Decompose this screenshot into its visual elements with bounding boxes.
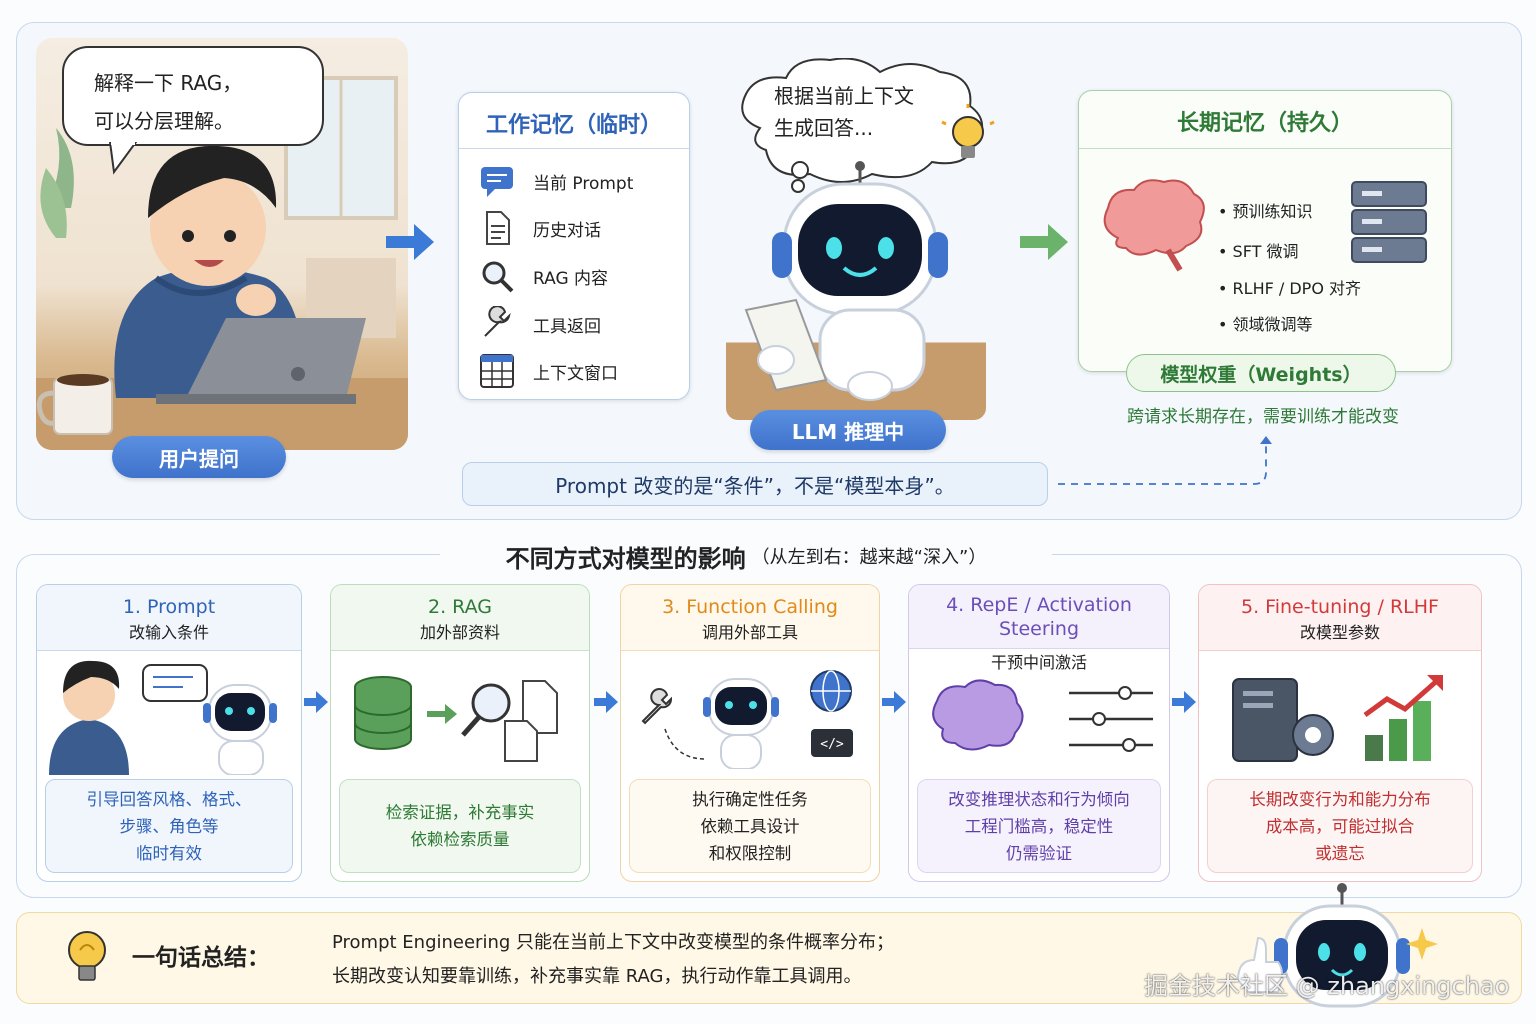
dashed-connector [1058,436,1272,485]
step-desc-line: 检索证据，补充事实 [385,803,535,822]
middle-subtitle: （从左到右：越来越“深入”） [751,547,987,568]
magnifier-icon [482,261,514,293]
llm-inference-label: LLM 推理中 [750,410,946,450]
thought-line-1: 根据当前上下文 [774,84,914,108]
server-gear-chart-icon [1232,675,1443,762]
ltm-item: • 领域微调等 [1218,315,1313,334]
user-bubble-tail [108,142,138,175]
arrow-right-icon [594,691,618,713]
step-subtitle: 调用外部工具 [701,623,798,642]
user-bubble-line-2: 可以分层理解。 [94,109,234,133]
step-card-fine-tuning: 5. Fine-tuning / RLHF 改模型参数 长期改变行为和能力分布 … [1198,584,1482,882]
wm-item-context: 上下文窗口 [479,353,618,389]
document-icon [486,211,510,245]
ltm-item: • RLHF / DPO 对齐 [1218,279,1362,298]
wm-item-label: 历史对话 [533,220,601,241]
summary-label: 一句话总结： [132,945,270,971]
user-bubble-line-1: 解释一下 RAG， [94,71,243,95]
database-search-icon [354,676,558,762]
wm-item-label: 工具返回 [533,316,601,337]
step-desc-line: 依赖检索质量 [410,830,510,849]
step-desc: 执行确定性任务 依赖工具设计 和权限控制 [629,779,871,873]
ltm-item: • SFT 微调 [1218,242,1299,261]
step-subtitle: 干预中间激活 [990,653,1087,672]
wm-item-history: 历史对话 [479,210,601,246]
user-question-label: 用户提问 [112,436,286,478]
arrow-right-icon [1020,224,1068,260]
working-memory-card: 工作记忆（临时） 当前 Prompt 历史对话 RAG 内容 工具返回 上下文窗… [458,92,690,400]
robot-tools-icon: </> [641,670,853,769]
step-desc-line: 成本高，可能过拟合 [1265,816,1415,836]
lightbulb-icon [941,104,995,158]
ltm-item-label: 预训练知识 [1232,202,1313,221]
arrow-right-icon [304,691,328,713]
step-desc-line: 临时有效 [136,843,202,863]
step-title: 2. RAG [428,596,492,618]
step-desc-line: 改变推理状态和行为倾向 [948,789,1130,809]
step-title: 3. Function Calling [662,596,838,618]
step-title: 4. RepE / Activation Steering [946,594,1132,640]
step-desc-line: 工程门槛高，稳定性 [964,816,1114,836]
thumbs-up-robot-icon [1236,883,1438,1008]
step-desc: 改变推理状态和行为倾向 工程门槛高，稳定性 仍需验证 [917,779,1161,873]
ltm-item: • 预训练知识 [1218,202,1313,221]
step-subtitle: 改模型参数 [1299,623,1380,642]
user-robot-chat-icon [49,660,277,775]
step-desc: 长期改变行为和能力分布 成本高，可能过拟合 或遗忘 [1207,779,1473,873]
wm-item-rag: RAG 内容 [479,258,608,294]
brain-icon [1103,179,1205,272]
middle-title-wrap: 不同方式对模型的影响 （从左到右：越来越“深入”） [440,536,1052,576]
step-desc-line: 执行确定性任务 [692,789,808,809]
wm-item-label: 当前 Prompt [533,173,634,194]
step-card-repe: 4. RepE / Activation Steering 干预中间激活 改变推… [908,584,1170,882]
thought-bubble-text: 根据当前上下文 生成回答... [774,80,914,144]
step-desc-line: 和权限控制 [708,843,792,863]
svg-text:</>: </> [820,737,844,752]
grid-window-icon [480,354,514,388]
brain-sliders-icon [932,679,1153,752]
working-memory-title: 工作记忆（临时） [459,93,689,149]
prompt-note: Prompt 改变的是“条件”，不是“模型本身”。 [462,462,1048,506]
step-desc-line: 或遗忘 [1315,843,1365,863]
wm-item-label: 上下文窗口 [533,363,618,384]
ltm-item-label: RLHF / DPO 对齐 [1232,279,1362,298]
step-card-function-calling: 3. Function Calling 调用外部工具 </> 执行确定性任务 依… [620,584,880,882]
step-title: 5. Fine-tuning / RLHF [1241,596,1439,618]
ltm-caption: 跨请求长期存在，需要训练才能改变 [1127,407,1399,427]
long-term-memory-title: 长期记忆（持久） [1079,91,1451,149]
step-desc: 检索证据，补充事实 依赖检索质量 [339,779,581,873]
step-subtitle: 加外部资料 [419,623,500,642]
arrow-right-icon [882,691,906,713]
summary-line-2: 长期改变认知要靠训练，补充事实靠 RAG，执行动作靠工具调用。 [332,966,862,987]
step-desc: 引导回答风格、格式、 步骤、角色等 临时有效 [45,779,293,873]
weights-label: 模型权重（Weights） [1126,354,1396,392]
step-desc-line: 步骤、角色等 [119,816,219,836]
chat-icon [481,167,513,197]
step-desc-line: 依赖工具设计 [700,816,800,836]
watermark: 掘金技术社区 @ zhangxingchao [1144,972,1510,1000]
user-speech-bubble: 解释一下 RAG， 可以分层理解。 [62,46,324,146]
server-icon [1351,181,1427,263]
lightbulb-icon [68,931,106,981]
arrow-right-icon [386,224,434,260]
wm-item-label: RAG 内容 [533,268,609,289]
step-subtitle: 改输入条件 [128,623,209,642]
robot-icon [744,161,948,401]
step-desc-line: 长期改变行为和能力分布 [1249,789,1431,809]
middle-title: 不同方式对模型的影响 [505,544,746,573]
thought-line-2: 生成回答... [774,116,874,140]
step-desc-line: 引导回答风格、格式、 [86,789,252,809]
ltm-item-label: SFT 微调 [1232,242,1299,261]
wm-item-prompt: 当前 Prompt [479,163,633,199]
summary-text: Prompt Engineering 只能在当前上下文中改变模型的条件概率分布；… [332,926,894,994]
step-title: 1. Prompt [122,596,216,618]
step-card-prompt: 1. Prompt 改输入条件 引导回答风格、格式、 步骤、角色等 临时有效 [36,584,302,882]
summary-line-1: Prompt Engineering 只能在当前上下文中改变模型的条件概率分布； [332,932,895,953]
step-card-rag: 2. RAG 加外部资料 检索证据，补充事实 依赖检索质量 [330,584,590,882]
wrench-icon [484,306,511,337]
wm-item-tools: 工具返回 [479,306,601,342]
arrow-right-icon [1172,691,1196,713]
step-desc-line: 仍需验证 [1006,843,1072,863]
ltm-item-label: 领域微调等 [1232,315,1313,334]
